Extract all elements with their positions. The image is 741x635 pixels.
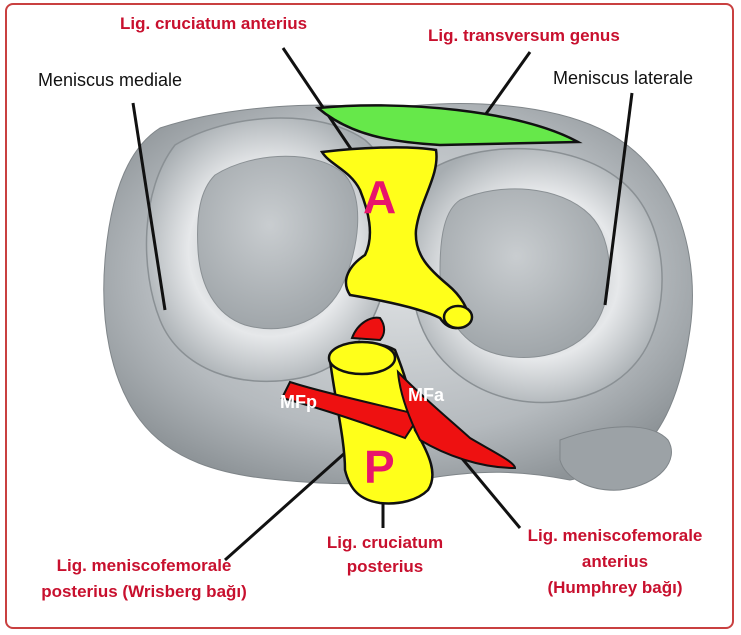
label-lig-mf-posterius-line2: posterius (Wrisberg bağı): [14, 582, 274, 602]
label-lig-mf-anterius-line1: Lig. meniscofemorale: [500, 526, 730, 546]
label-lig-mf-posterius: Lig. meniscofemorale posterius (Wrisberg…: [14, 556, 274, 602]
label-meniscus-laterale: Meniscus laterale: [553, 68, 693, 89]
label-lig-mf-posterius-line1: Lig. meniscofemorale: [14, 556, 274, 576]
letter-a: A: [363, 170, 396, 224]
label-mfa: MFa: [408, 385, 444, 406]
meniscus-laterale-shape: [409, 149, 662, 403]
label-lig-cruciatum-anterius: Lig. cruciatum anterius: [120, 14, 307, 34]
label-lig-mf-anterius-line3: (Humphrey bağı): [500, 578, 730, 598]
label-lig-cruciatum-posterius: Lig. cruciatum posterius: [305, 533, 465, 577]
acl-tip-shape: [444, 306, 472, 328]
pcl-top-shape: [329, 342, 395, 374]
label-meniscus-mediale: Meniscus mediale: [38, 70, 182, 91]
label-lig-transversum-genus: Lig. transversum genus: [428, 26, 620, 46]
label-lig-cruciatum-posterius-line1: Lig. cruciatum: [305, 533, 465, 553]
label-lig-cruciatum-posterius-line2: posterius: [305, 557, 465, 577]
plateau-posterior-edge: [560, 427, 671, 490]
label-lig-mf-anterius-line2: anterius: [500, 552, 730, 572]
label-lig-mf-anterius: Lig. meniscofemorale anterius (Humphrey …: [500, 526, 730, 598]
label-mfp: MFp: [280, 392, 317, 413]
letter-p: P: [364, 440, 395, 494]
